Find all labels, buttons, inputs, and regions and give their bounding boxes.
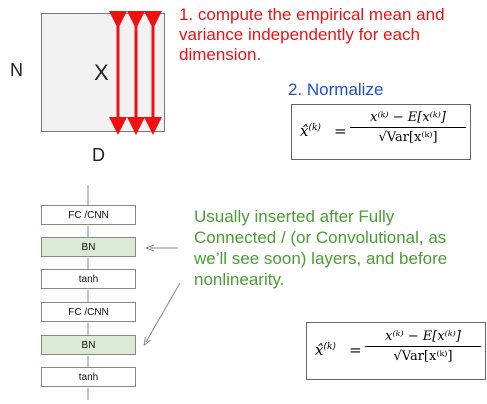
step2-text: 2. Normalize: [288, 80, 384, 99]
formula-denominator: √Var[x⁽ᵏ⁾]: [393, 349, 453, 364]
layer-tanh: tanh: [41, 367, 136, 387]
formula-numerator: x⁽ᵏ⁾ − E[x⁽ᵏ⁾]: [370, 110, 446, 125]
layer-fc-cnn: FC /CNN: [41, 302, 136, 322]
pointer-arrow-bn-2: [146, 282, 181, 342]
normalization-formula-1: x̂(k) = x⁽ᵏ⁾ − E[x⁽ᵏ⁾] √Var[x⁽ᵏ⁾]: [291, 104, 471, 160]
formula-denominator: √Var[x⁽ᵏ⁾]: [378, 130, 438, 145]
layer-bn: BN: [41, 335, 136, 355]
layer-tanh: tanh: [41, 269, 136, 289]
layer-bn: BN: [41, 237, 136, 257]
normalization-formula-2: x̂(k) = x⁽ᵏ⁾ − E[x⁽ᵏ⁾] √Var[x⁽ᵏ⁾]: [306, 322, 486, 380]
dimension-d-label: D: [92, 145, 105, 165]
layer-fc-cnn: FC /CNN: [41, 205, 136, 225]
dimension-n-label: N: [10, 60, 23, 80]
step1-text: 1. compute the empirical mean and varian…: [179, 5, 445, 64]
matrix-x-label: X: [94, 60, 109, 85]
formula-numerator: x⁽ᵏ⁾ − E[x⁽ᵏ⁾]: [385, 329, 461, 344]
usage-note: Usually inserted after Fully Connected /…: [194, 207, 448, 289]
